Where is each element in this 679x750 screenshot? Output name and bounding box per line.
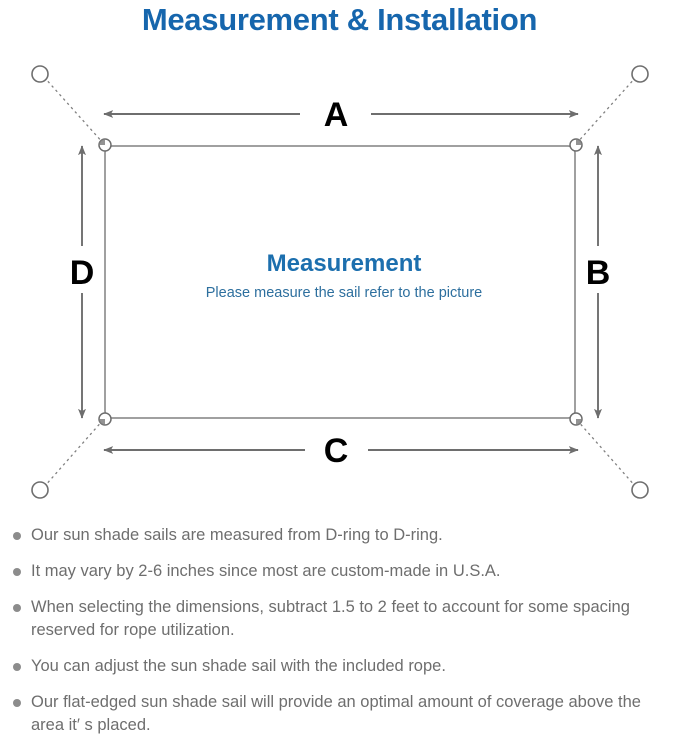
dimension-a-label: A	[324, 96, 349, 134]
bullet-icon	[13, 568, 21, 576]
dimension-b: B	[586, 145, 611, 419]
note-text: Our flat-edged sun shade sail will provi…	[31, 693, 641, 734]
d-rings	[98, 138, 583, 426]
rope-line-top-right	[575, 76, 637, 145]
dimension-b-label: B	[586, 254, 611, 292]
page-title: Measurement & Installation	[141, 2, 538, 37]
bullet-icon	[13, 663, 21, 671]
anchor-points	[31, 65, 649, 499]
note-text: When selecting the dimensions, subtract …	[31, 598, 630, 639]
rope-line-bottom-right	[575, 418, 637, 488]
anchor-bottom-left-icon	[31, 481, 49, 499]
list-item: It may vary by 2-6 inches since most are…	[0, 560, 679, 583]
bullet-icon	[13, 699, 21, 707]
dimension-a: A	[103, 96, 579, 134]
anchor-top-right-icon	[631, 65, 649, 83]
bullet-icon	[13, 532, 21, 540]
notes-list: Our sun shade sails are measured from D-…	[0, 524, 679, 750]
dimension-d-label: D	[70, 254, 95, 292]
anchor-bottom-right-icon	[631, 481, 649, 499]
note-text: You can adjust the sun shade sail with t…	[31, 657, 446, 675]
list-item: When selecting the dimensions, subtract …	[0, 596, 679, 642]
sail-body	[104, 145, 576, 419]
note-text: It may vary by 2-6 inches since most are…	[31, 562, 501, 580]
dimension-c: C	[103, 432, 579, 470]
anchor-top-left-icon	[31, 65, 49, 83]
dimension-d: D	[70, 145, 95, 419]
sail-measurement-subtitle: Please measure the sail refer to the pic…	[206, 285, 482, 301]
rope-line-bottom-left	[43, 418, 105, 488]
list-item: Our flat-edged sun shade sail will provi…	[0, 691, 679, 737]
rope-line-top-left	[43, 76, 105, 145]
note-text: Our sun shade sails are measured from D-…	[31, 526, 443, 544]
bullet-icon	[13, 604, 21, 612]
sun-shade-sail-measurement-diagram: A C D B Measurement Please measure the s…	[0, 50, 679, 520]
list-item: You can adjust the sun shade sail with t…	[0, 655, 679, 678]
list-item: Our sun shade sails are measured from D-…	[0, 524, 679, 547]
rope-lines	[43, 76, 637, 488]
dimension-c-label: C	[324, 432, 349, 470]
sail-measurement-title: Measurement	[267, 250, 422, 277]
